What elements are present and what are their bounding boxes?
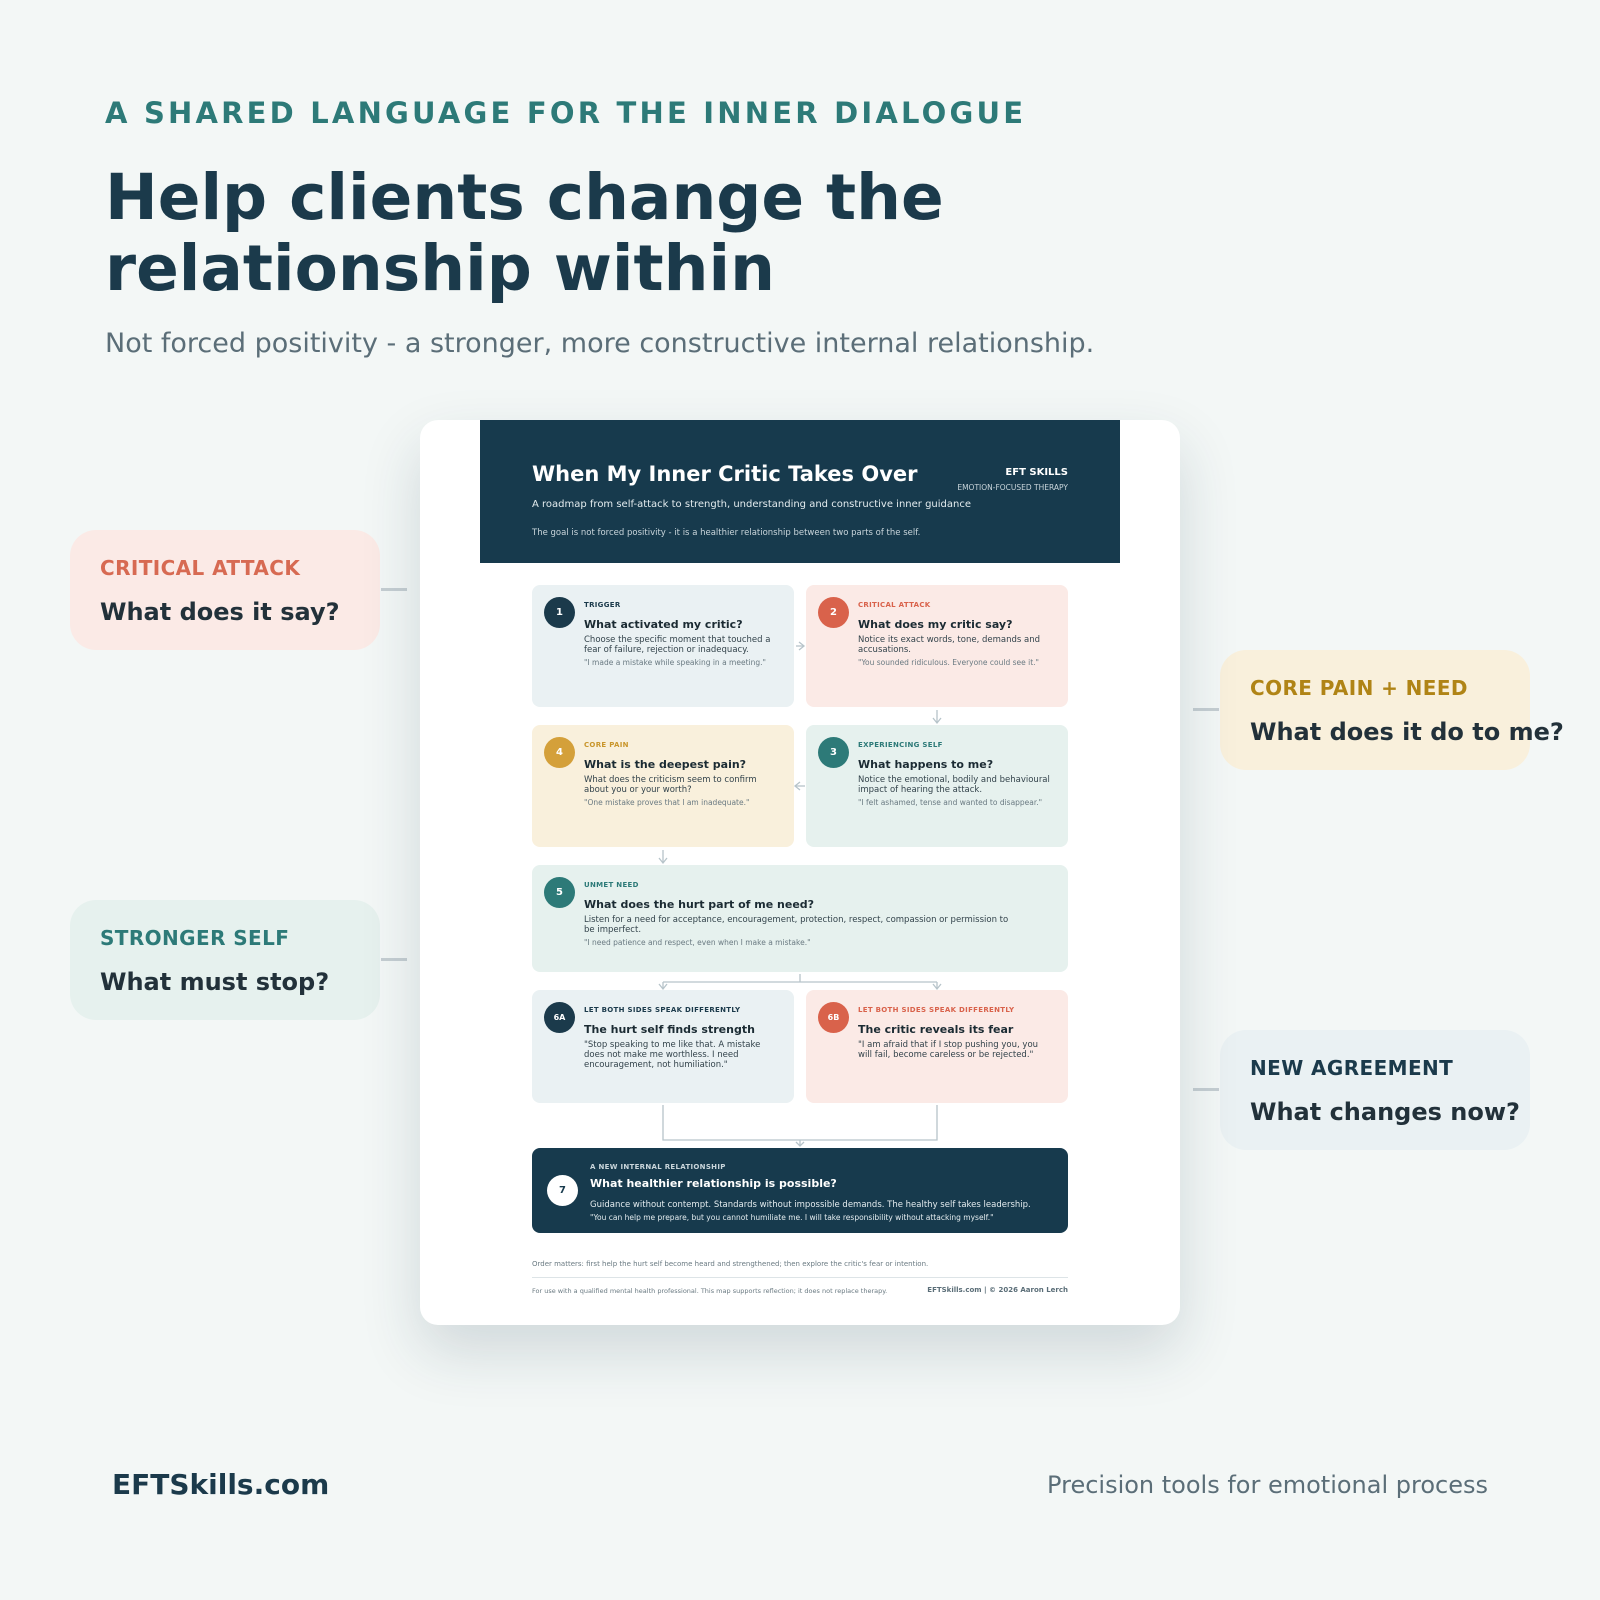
worksheet-header: When My Inner Critic Takes Over EFT SKIL… [480, 420, 1120, 563]
step-title: What activated my critic? [584, 618, 743, 631]
subhead: Not forced positivity - a stronger, more… [105, 328, 1095, 359]
step-card-new-relationship: 7 A NEW INTERNAL RELATIONSHIP What healt… [532, 1148, 1068, 1233]
callout-question: What changes now? [1250, 1098, 1520, 1126]
callout-label: CRITICAL ATTACK [100, 556, 301, 580]
callout-connector [381, 588, 407, 591]
step-number-badge: 6B [818, 1002, 849, 1033]
step-example-quote: "I felt ashamed, tense and wanted to dis… [858, 798, 1043, 807]
step-card-critic-fear: 6B LET BOTH SIDES SPEAK DIFFERENTLY The … [806, 990, 1068, 1103]
step-description: What does the criticism seem to confirm … [584, 775, 757, 795]
step-description: Notice its exact words, tone, demands an… [858, 635, 1041, 655]
callout-question: What does it do to me? [1250, 718, 1564, 746]
step-description: "I am afraid that if I stop pushing you,… [858, 1040, 1039, 1060]
step-tag: UNMET NEED [584, 881, 639, 889]
callout-new-agreement: NEW AGREEMENT What changes now? [1193, 1030, 1530, 1150]
worksheet-document: When My Inner Critic Takes Over EFT SKIL… [420, 420, 1180, 1325]
arrow-right-icon [798, 641, 806, 651]
step-tag: EXPERIENCING SELF [858, 741, 943, 749]
step-description: Notice the emotional, bodily and behavio… [858, 775, 1050, 795]
step-title: The hurt self finds strength [584, 1023, 755, 1036]
step-number-badge: 4 [544, 737, 575, 768]
worksheet-subtitle: A roadmap from self-attack to strength, … [532, 499, 972, 510]
step-number-badge: 3 [818, 737, 849, 768]
step-tag: A NEW INTERNAL RELATIONSHIP [590, 1163, 726, 1171]
callout-label: CORE PAIN + NEED [1250, 676, 1468, 700]
callout-connector [1193, 708, 1219, 711]
callout-question: What must stop? [100, 968, 330, 996]
worksheet-credit: EFTSkills.com | © 2026 Aaron Lerch [927, 1286, 1068, 1294]
step-title: What is the deepest pain? [584, 758, 747, 771]
step-card-experiencing-self: 3 EXPERIENCING SELF What happens to me? … [806, 725, 1068, 847]
callout-critical-attack: CRITICAL ATTACK What does it say? [70, 530, 407, 650]
step-example-quote: "One mistake proves that I am inadequate… [584, 798, 750, 807]
callout-connector [1193, 1088, 1219, 1091]
step-description: Choose the specific moment that touched … [584, 635, 771, 655]
step-example-quote: "You sounded ridiculous. Everyone could … [858, 658, 1039, 667]
step-description: Guidance without contempt. Standards wit… [590, 1200, 1031, 1210]
step-tag: LET BOTH SIDES SPEAK DIFFERENTLY [584, 1006, 741, 1014]
step-tag: CORE PAIN [584, 741, 629, 749]
step-description: "Stop speaking to me like that. A mistak… [584, 1040, 761, 1070]
step-tag: TRIGGER [584, 601, 621, 609]
headline: Help clients change the relationship wit… [105, 161, 944, 305]
step-number-badge: 6A [544, 1002, 575, 1033]
arrow-left-icon [793, 781, 801, 791]
step-title: What happens to me? [858, 758, 994, 771]
worksheet-brand: EFT SKILLS [1005, 467, 1068, 478]
callout-label: STRONGER SELF [100, 926, 290, 950]
step-example-quote: "I need patience and respect, even when … [584, 938, 811, 947]
footer-tagline: Precision tools for emotional process [1047, 1471, 1488, 1499]
arrow-down-icon [658, 983, 668, 991]
connector-5-split [662, 974, 938, 988]
step-example-quote: "I made a mistake while speaking in a me… [584, 658, 766, 667]
order-note: Order matters: first help the hurt self … [532, 1260, 929, 1268]
worksheet-title: When My Inner Critic Takes Over [532, 462, 918, 486]
arrow-down-icon [932, 983, 942, 991]
eyebrow: A SHARED LANGUAGE FOR THE INNER DIALOGUE [105, 96, 1027, 130]
worksheet-brand-subtitle: EMOTION-FOCUSED THERAPY [957, 483, 1068, 492]
step-title: What does my critic say? [858, 618, 1013, 631]
step-number-badge: 5 [544, 877, 575, 908]
footer-brand: EFTSkills.com [112, 1468, 330, 1501]
step-example-quote: "You can help me prepare, but you cannot… [590, 1213, 994, 1222]
flow-connectors [658, 641, 942, 1147]
step-card-unmet-need: 5 UNMET NEED What does the hurt part of … [532, 865, 1068, 972]
step-number-badge: 2 [818, 597, 849, 628]
step-card-core-pain: 4 CORE PAIN What is the deepest pain? Wh… [532, 725, 794, 847]
step-card-critical-attack: 2 CRITICAL ATTACK What does my critic sa… [806, 585, 1068, 707]
step-card-trigger: 1 TRIGGER What activated my critic? Choo… [532, 585, 794, 707]
disclaimer: For use with a qualified mental health p… [532, 1287, 888, 1295]
step-description: Listen for a need for acceptance, encour… [584, 915, 1009, 935]
callout-stronger-self: STRONGER SELF What must stop? [70, 900, 407, 1020]
step-number-badge: 1 [544, 597, 575, 628]
step-tag: LET BOTH SIDES SPEAK DIFFERENTLY [858, 1006, 1015, 1014]
connector-6-merge [662, 1105, 938, 1145]
step-tag: CRITICAL ATTACK [858, 601, 931, 609]
step-title: What healthier relationship is possible? [590, 1177, 837, 1190]
step-number-badge: 7 [547, 1175, 578, 1206]
footer-divider [532, 1277, 1068, 1278]
arrow-down-icon [658, 857, 668, 865]
callout-question: What does it say? [100, 598, 340, 626]
callout-connector [381, 958, 407, 961]
arrow-down-icon [795, 1141, 805, 1147]
step-card-hurt-self-strength: 6A LET BOTH SIDES SPEAK DIFFERENTLY The … [532, 990, 794, 1103]
callout-label: NEW AGREEMENT [1250, 1056, 1454, 1080]
worksheet-goal: The goal is not forced positivity - it i… [532, 528, 921, 538]
step-title: The critic reveals its fear [858, 1023, 1014, 1036]
step-title: What does the hurt part of me need? [584, 898, 815, 911]
callout-core-pain: CORE PAIN + NEED What does it do to me? [1193, 650, 1564, 770]
arrow-down-icon [932, 717, 942, 725]
